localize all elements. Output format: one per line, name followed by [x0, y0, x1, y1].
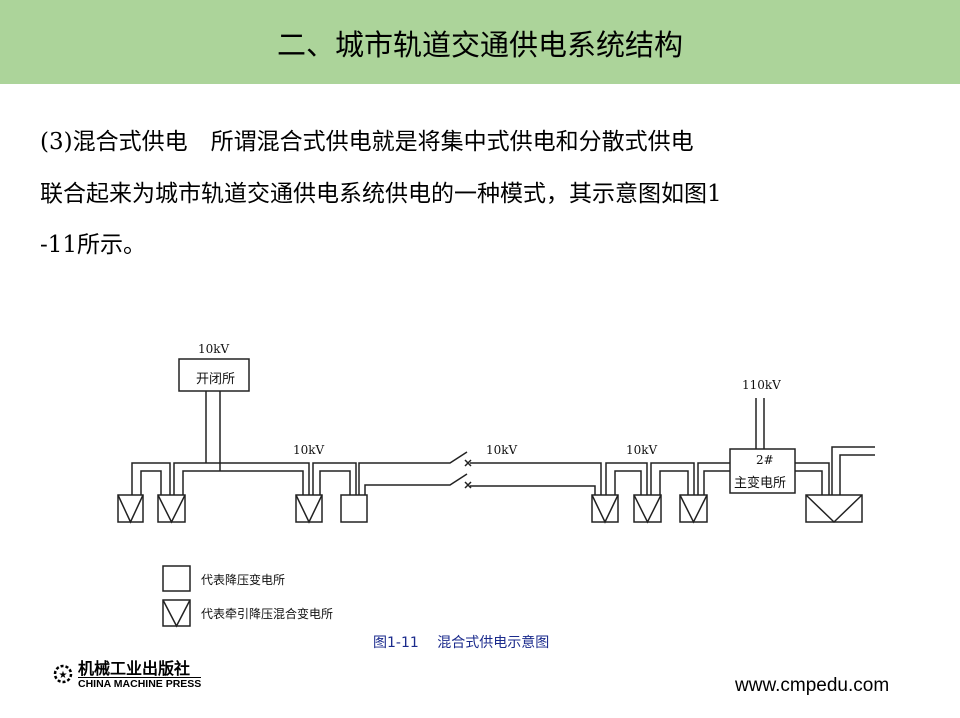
svg-text:★: ★ — [59, 670, 68, 681]
main-station-number: 2# — [756, 453, 774, 467]
kv-label: 10kV — [626, 443, 658, 457]
gear-star-icon: ★ — [53, 664, 73, 684]
body-line-1: (3)混合式供电 所谓混合式供电就是将集中式供电和分散式供电 — [40, 129, 694, 155]
publisher-name-zh: 机械工业出版社 — [78, 660, 202, 678]
legend-label: 代表牵引降压混合变电所 — [201, 607, 334, 621]
legend-label: 代表降压变电所 — [201, 573, 286, 587]
kv-label: 10kV — [293, 443, 325, 457]
traction-substations — [117, 494, 863, 524]
title-bar — [0, 0, 960, 84]
kv-label: 10kV — [198, 342, 230, 356]
main-station-label: 主变电所 — [734, 476, 787, 491]
legend-traction-icon — [162, 599, 191, 627]
switch-station-label: 开闭所 — [196, 372, 236, 387]
website-url: www.cmpedu.com — [735, 675, 890, 696]
step-down-substation — [340, 494, 368, 523]
publisher-name-en: CHINA MACHINE PRESS — [78, 678, 202, 690]
publisher-logo: ★ 机械工业出版社 CHINA MACHINE PRESS — [52, 660, 202, 690]
switch-station-box — [178, 358, 250, 392]
kv-label: 110kV — [742, 378, 781, 392]
body-line-2: 联合起来为城市轨道交通供电系统供电的一种模式，其示意图如图1 — [40, 181, 722, 207]
kv-label: 10kV — [486, 443, 518, 457]
figure-caption: 图1-11 混合式供电示意图 — [373, 635, 550, 651]
body-line-3: -11所示。 — [40, 232, 147, 258]
legend-step-down-icon — [162, 565, 191, 592]
slide-title: 二、城市轨道交通供电系统结构 — [276, 28, 683, 62]
